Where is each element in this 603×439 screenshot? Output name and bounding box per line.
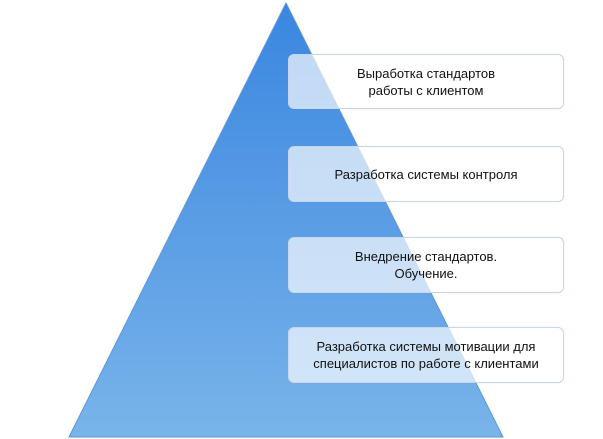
- pyramid-step-3: Внедрение стандартов. Обучение.: [288, 237, 564, 293]
- pyramid-step-label: Выработка стандартов работы с клиентом: [356, 65, 496, 98]
- pyramid-step-1: Выработка стандартов работы с клиентом: [288, 54, 564, 109]
- pyramid-step-label: Разработка системы контроля: [334, 166, 518, 182]
- pyramid-step-label: Внедрение стандартов. Обучение.: [354, 249, 498, 281]
- pyramid-step-2: Разработка системы контроля: [288, 146, 564, 202]
- pyramid-step-4: Разработка системы мотивации для специал…: [288, 327, 564, 383]
- pyramid-step-label: Разработка системы мотивации для специал…: [313, 339, 539, 371]
